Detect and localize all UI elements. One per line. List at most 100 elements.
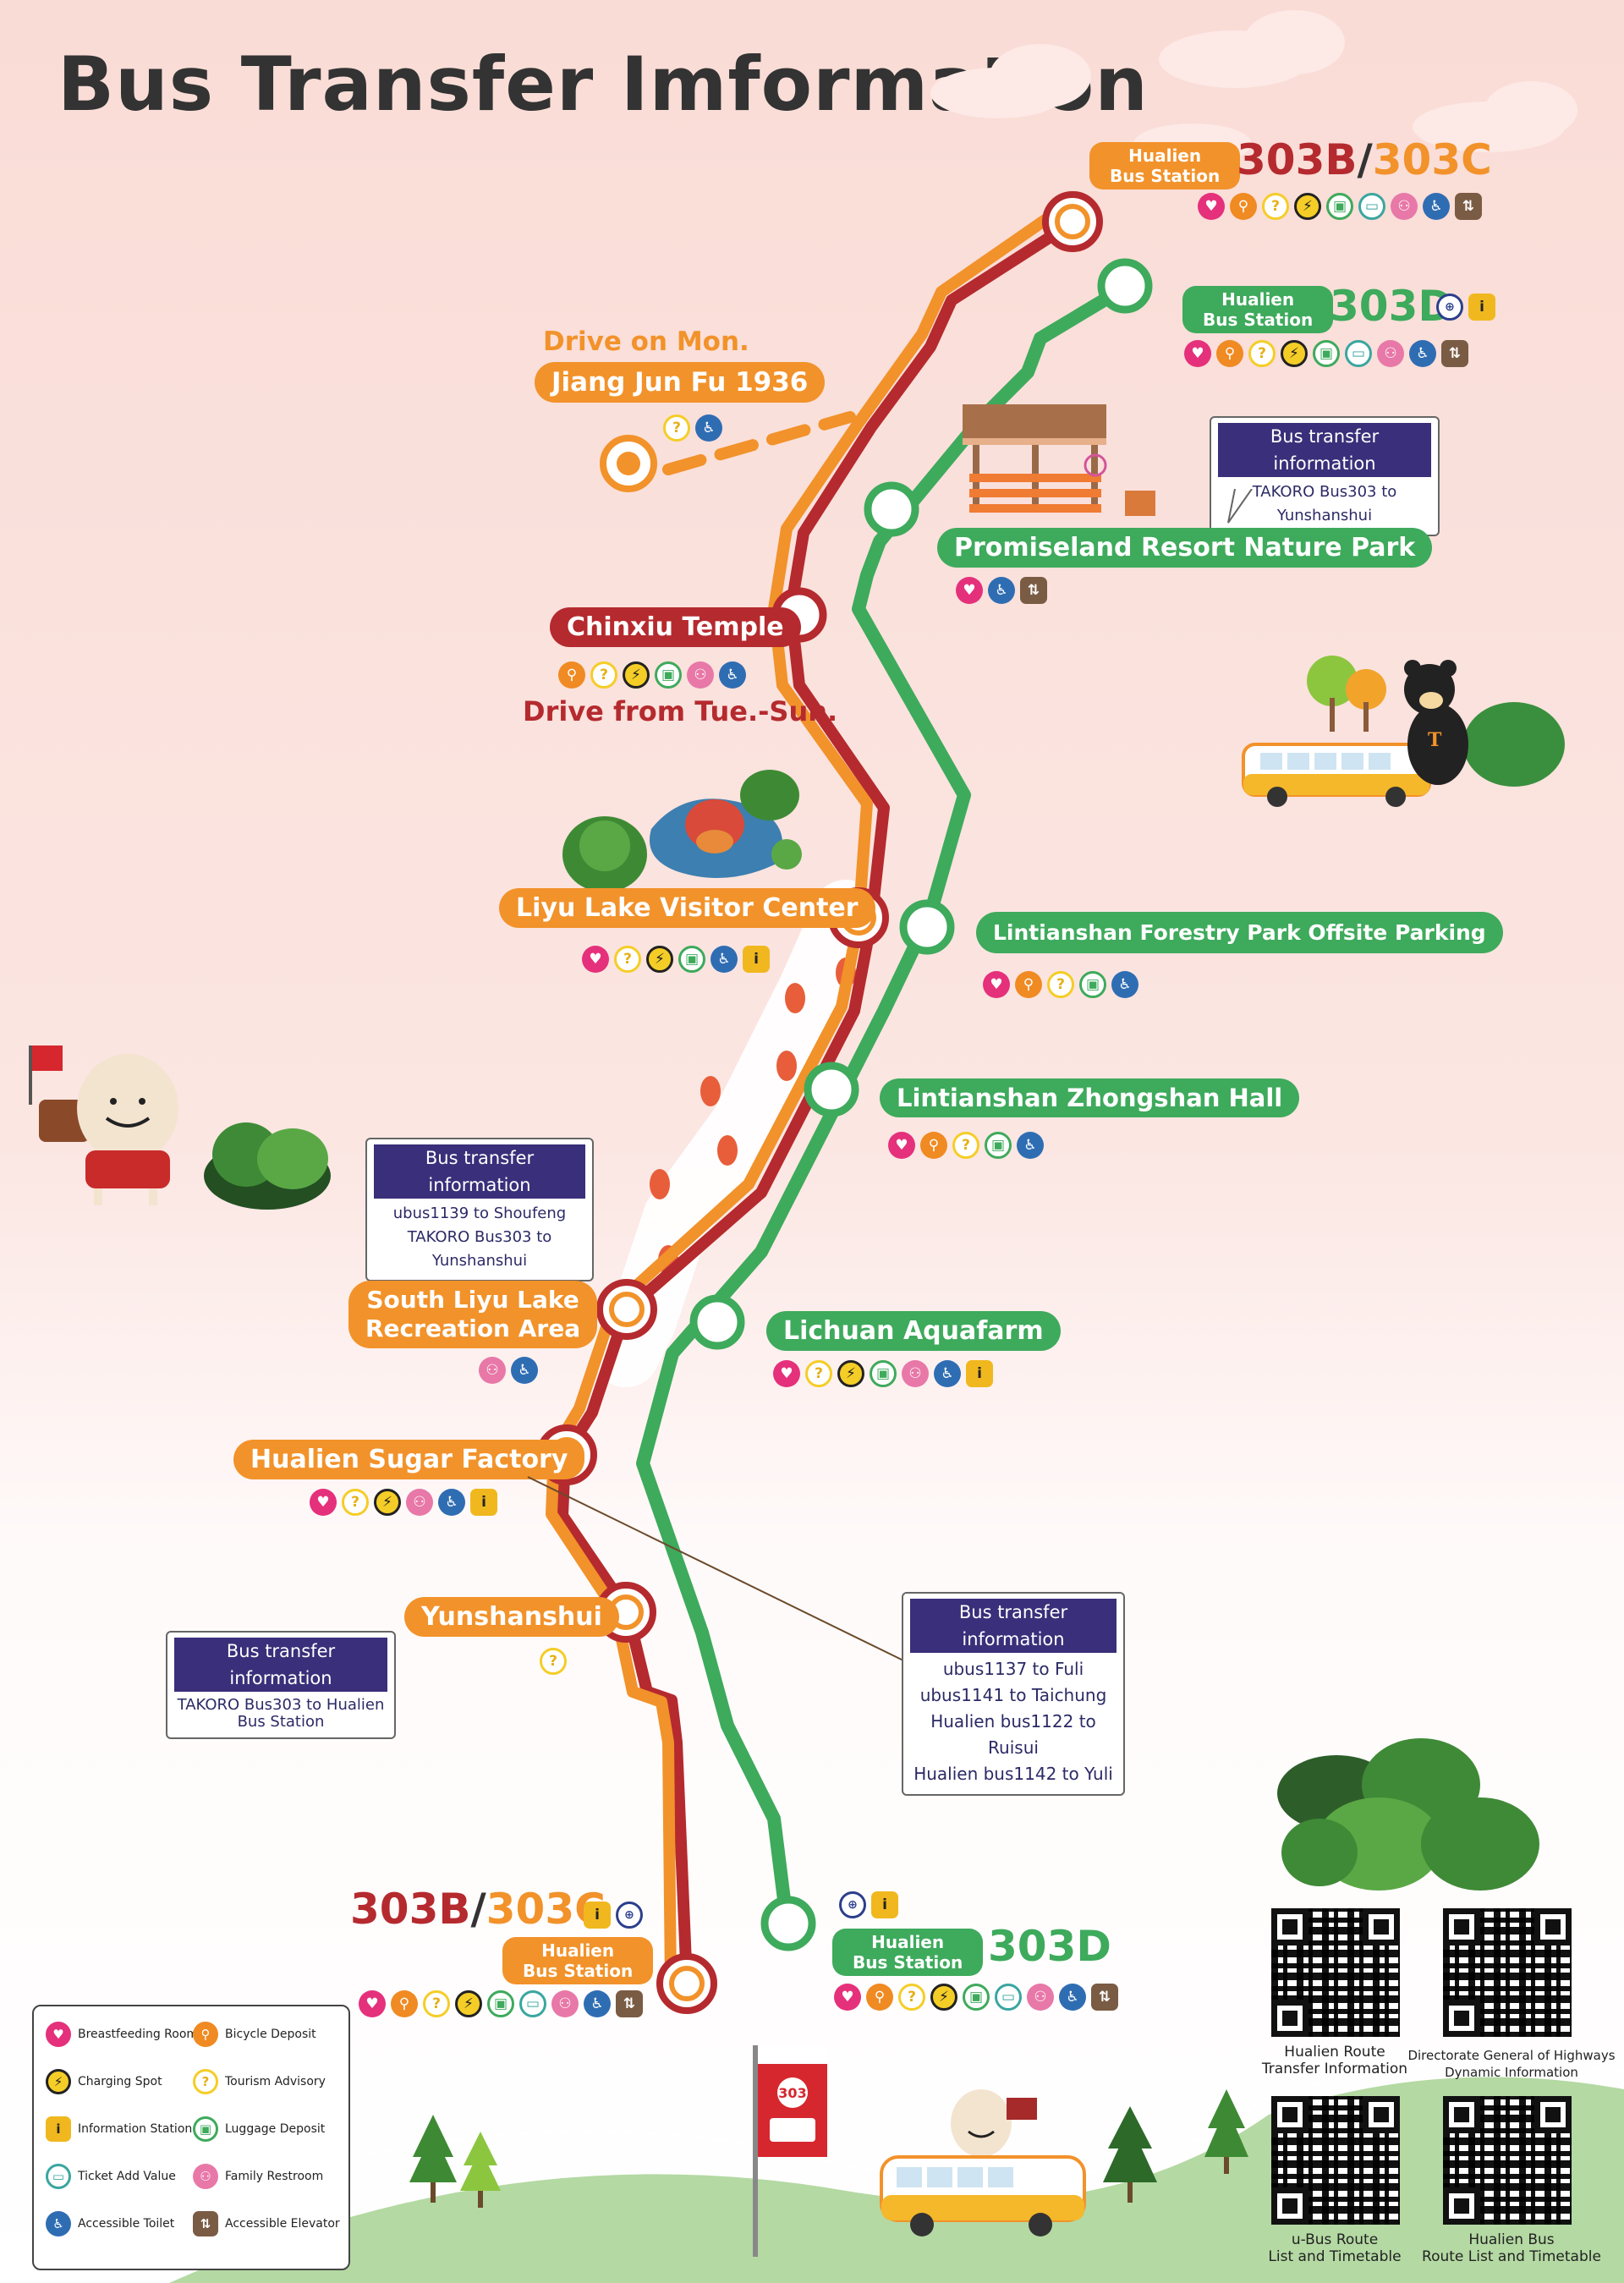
bike-icon: ⚲ (391, 1990, 418, 2017)
transfer-line: TAKORO Bus303 to Yunshanshui (1252, 483, 1397, 524)
legend-label: Information Station (78, 2122, 193, 2136)
qr-code-ubus-timetable[interactable] (1271, 2096, 1400, 2225)
station-line-2: Bus Station (1110, 166, 1221, 186)
legend-item: i Information Station (46, 2116, 192, 2142)
family-icon: ⚇ (406, 1489, 433, 1516)
stop-label-lichuan-aquafarm: Lichuan Aquafarm (766, 1311, 1061, 1351)
legend-item: ⚲Bicycle Deposit (193, 2022, 316, 2047)
luggage-icon: ▣ (678, 946, 705, 973)
marker-hualien-top-303bc (1042, 191, 1103, 252)
qr-code-route-transfer[interactable] (1271, 1908, 1400, 2037)
family-icon: ⚇ (1377, 340, 1404, 367)
bottom-route-code-303d: 303D (988, 1922, 1111, 1971)
bottom-orange-station-label: Hualien Bus Station (502, 1937, 654, 1984)
promiseland-facility-icons: ♥♿⇅ (956, 577, 1047, 604)
stop-label-promiseland: Promiseland Resort Nature Park (937, 528, 1433, 568)
facility-legend: ♥Breastfeeding Room⚲Bicycle Deposit⚡Char… (32, 2005, 350, 2270)
breast-icon: ♥ (310, 1489, 337, 1516)
toilet-icon: ♿ (46, 2211, 71, 2236)
bike-icon: ⚲ (1230, 193, 1257, 220)
route-code-slash: / (470, 1885, 486, 1934)
station-line-2: Bus Station (523, 1961, 634, 1981)
breast-icon: ♥ (888, 1132, 915, 1159)
family-icon: ⚇ (1391, 193, 1418, 220)
sugar-facility-icons: ♥?⚡⚇♿i (310, 1489, 497, 1516)
info-icon: i (584, 1902, 611, 1929)
top-green-facility-icons: ♥⚲?⚡▣▭⚇♿⇅ (1184, 340, 1468, 367)
info-icon: i (46, 2116, 71, 2142)
bike-icon: ⚲ (558, 661, 585, 689)
luggage-icon: ▣ (655, 661, 682, 689)
charge-icon: ⚡ (46, 2069, 71, 2094)
ticket-icon: ▭ (519, 1990, 546, 2017)
bus-stop-number: 303 (778, 2085, 806, 2101)
elev-icon: ⇅ (1020, 577, 1047, 604)
qr-caption-line: Hualien Bus (1468, 2231, 1555, 2248)
info-icon: i (871, 1891, 898, 1918)
luggage-icon: ▣ (487, 1990, 514, 2017)
toilet-icon: ♿ (710, 946, 738, 973)
qr-code-highways-dynamic[interactable] (1443, 1908, 1572, 2037)
marker-hualien-bottom-303d (760, 1896, 816, 1951)
bike-icon: ⚲ (1015, 971, 1042, 998)
breast-icon: ♥ (1184, 340, 1211, 367)
legend-item: ⚡Charging Spot (46, 2069, 162, 2094)
tour-icon: ? (342, 1489, 369, 1516)
qr-caption-line: u-Bus Route (1291, 2231, 1379, 2248)
toilet-icon: ♿ (511, 1357, 538, 1384)
breast-icon: ♥ (46, 2022, 71, 2047)
marker-south-liyu (596, 1279, 657, 1340)
info-icon: i (743, 946, 770, 973)
tour-icon: ? (1262, 193, 1289, 220)
legend-item: ▭Ticket Add Value (46, 2164, 176, 2189)
tree-decoration (1103, 2089, 1248, 2203)
bottom-orange-extra-icons: i⊕ (584, 1902, 643, 1929)
breast-icon: ♥ (359, 1990, 386, 2017)
bike-icon: ⚲ (1216, 340, 1243, 367)
family-icon: ⚇ (902, 1360, 929, 1387)
family-icon: ⚇ (1027, 1984, 1054, 2011)
lichuan-facility-icons: ♥?⚡▣⚇♿i (773, 1360, 993, 1387)
tour-icon: ? (1248, 340, 1276, 367)
ticket-icon: ▭ (995, 1984, 1022, 2011)
ticket-icon: ▭ (1358, 193, 1385, 220)
transfer-box-sugar-factory: Bus transfer information ubus1137 to Ful… (902, 1592, 1125, 1796)
breast-icon: ♥ (582, 946, 609, 973)
transfer-box-yunshanshui: Bus transfer information TAKORO Bus303 t… (166, 1631, 396, 1739)
legend-label: Tourism Advisory (225, 2075, 326, 2088)
transfer-box-promiseland: Bus transfer information TAKORO Bus303 t… (1210, 416, 1440, 536)
elev-icon: ⇅ (193, 2211, 218, 2236)
breast-icon: ♥ (773, 1360, 800, 1387)
charge-icon: ⚡ (1281, 340, 1308, 367)
qr-caption-line: Dynamic Information (1445, 2065, 1578, 2080)
qr-code-hualien-bus-timetable[interactable] (1443, 2096, 1572, 2225)
bike-icon: ⚲ (920, 1132, 947, 1159)
bottom-green-facility-icons: ♥⚲?⚡▣▭⚇♿⇅ (834, 1984, 1118, 2011)
marker-jiang-jun-fu (600, 435, 657, 492)
tour-icon: ? (805, 1360, 832, 1387)
legend-label: Luggage Deposit (225, 2122, 326, 2136)
station-line-1: Hualien (541, 1940, 615, 1961)
legend-label: Family Restroom (225, 2170, 324, 2183)
tree-decoration (409, 2115, 501, 2208)
top-route-code-303d: 303D (1330, 282, 1453, 331)
family-icon: ⚇ (551, 1990, 579, 2017)
marker-lintianshan-parking (899, 899, 955, 955)
transfer-line: TAKORO Bus303 to Yunshanshui (407, 1228, 552, 1270)
transfer-line: ubus1137 to Fuli (942, 1659, 1084, 1679)
transfer-line: TAKORO Bus303 to Hualien (177, 1696, 385, 1714)
toilet-icon: ♿ (1423, 193, 1450, 220)
breast-icon: ♥ (1198, 193, 1225, 220)
transfer-line: Hualien bus1142 to Yuli (914, 1764, 1113, 1784)
qr-caption-line: Hualien Route (1284, 2044, 1385, 2061)
station-line-1: Hualien (1221, 289, 1295, 310)
transfer-box-header: Bus transfer information (374, 1144, 585, 1199)
mascot-illustration (29, 1045, 331, 1210)
tour-icon: ? (1047, 971, 1074, 998)
tour-icon: ? (898, 1984, 925, 2011)
marker-hualien-bottom-303bc (656, 1953, 717, 2014)
transfer-line: Bus Station (237, 1713, 325, 1731)
ticket-icon: ▭ (1345, 340, 1372, 367)
tour-icon: ? (423, 1990, 450, 2017)
family-icon: ⚇ (193, 2164, 218, 2189)
